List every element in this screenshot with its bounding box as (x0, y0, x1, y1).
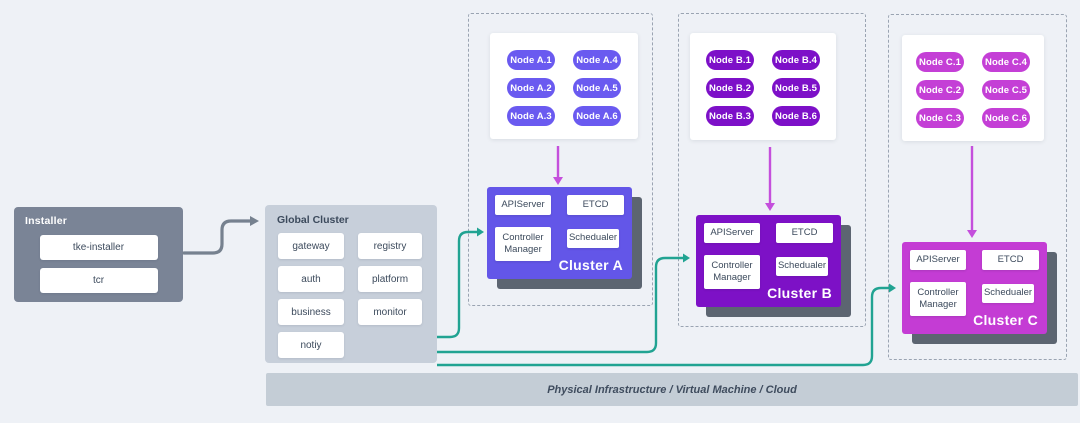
cluster-b-box: APIServer ETCD Controller Manager Schedu… (696, 215, 841, 307)
global-cluster-box: Global Cluster gateway registry auth pla… (265, 205, 437, 363)
global-item-auth: auth (278, 266, 344, 292)
global-item-registry: registry (358, 233, 422, 259)
node-pill: Node B.1 (706, 50, 754, 70)
cluster-b-label: Cluster B (767, 285, 832, 301)
etcd-box: ETCD (776, 223, 833, 243)
cluster-b-nodes-panel: Node B.1 Node B.2 Node B.3 Node B.4 Node… (690, 33, 836, 140)
node-pill: Node C.2 (916, 80, 964, 100)
node-pill: Node C.5 (982, 80, 1030, 100)
node-pill: Node A.4 (573, 50, 621, 70)
global-cluster-title: Global Cluster (277, 214, 349, 226)
cluster-b-node-grid: Node B.1 Node B.2 Node B.3 Node B.4 Node… (690, 33, 836, 126)
node-pill: Node C.1 (916, 52, 964, 72)
apiserver-box: APIServer (704, 223, 760, 243)
etcd-box: ETCD (567, 195, 624, 215)
apiserver-box: APIServer (495, 195, 551, 215)
infra-bar-label: Physical Infrastructure / Virtual Machin… (547, 383, 797, 396)
controller-manager-box: Controller Manager (495, 227, 551, 261)
controller-manager-box: Controller Manager (910, 282, 966, 316)
cluster-c-label: Cluster C (973, 312, 1038, 328)
cluster-c-node-grid: Node C.1 Node C.2 Node C.3 Node C.4 Node… (902, 35, 1044, 128)
installer-title: Installer (25, 215, 68, 227)
node-pill: Node A.1 (507, 50, 555, 70)
node-pill: Node C.6 (982, 108, 1030, 128)
controller-manager-box: Controller Manager (704, 255, 760, 289)
cluster-a-node-grid: Node A.1 Node A.2 Node A.3 Node A.4 Node… (490, 33, 638, 126)
scheduler-box: Schedualer (776, 257, 828, 276)
node-pill: Node B.2 (706, 78, 754, 98)
etcd-box: ETCD (982, 250, 1039, 270)
node-pill: Node B.3 (706, 106, 754, 126)
cluster-c-box: APIServer ETCD Controller Manager Schedu… (902, 242, 1047, 334)
cluster-a-nodes-panel: Node A.1 Node A.2 Node A.3 Node A.4 Node… (490, 33, 638, 139)
node-pill: Node B.4 (772, 50, 820, 70)
cluster-a-label: Cluster A (558, 257, 623, 273)
node-pill: Node C.4 (982, 52, 1030, 72)
global-item-gateway: gateway (278, 233, 344, 259)
installer-item-tcr: tcr (39, 268, 158, 293)
global-cluster-items: gateway registry auth platform business … (278, 233, 437, 358)
global-item-notiy: notiy (278, 332, 344, 358)
installer-to-global-arrow (182, 219, 252, 255)
global-item-business: business (278, 299, 344, 325)
node-pill: Node A.3 (507, 106, 555, 126)
scheduler-box: Schedualer (982, 284, 1034, 303)
node-pill: Node B.5 (772, 78, 820, 98)
cluster-c-group (888, 14, 1067, 360)
scheduler-box: Schedualer (567, 229, 619, 248)
installer-box: Installer tke-installer tcr (14, 207, 183, 302)
cluster-c-nodes-panel: Node C.1 Node C.2 Node C.3 Node C.4 Node… (902, 35, 1044, 141)
installer-item-tke-installer: tke-installer (39, 235, 158, 260)
node-pill: Node A.6 (573, 106, 621, 126)
apiserver-box: APIServer (910, 250, 966, 270)
node-pill: Node C.3 (916, 108, 964, 128)
global-item-monitor: monitor (358, 299, 422, 325)
infra-bar: Physical Infrastructure / Virtual Machin… (266, 373, 1078, 406)
cluster-a-box: APIServer ETCD Controller Manager Schedu… (487, 187, 632, 279)
node-pill: Node A.5 (573, 78, 621, 98)
installer-to-global-arrowhead (250, 216, 259, 226)
node-pill: Node A.2 (507, 78, 555, 98)
node-pill: Node B.6 (772, 106, 820, 126)
global-item-platform: platform (358, 266, 422, 292)
